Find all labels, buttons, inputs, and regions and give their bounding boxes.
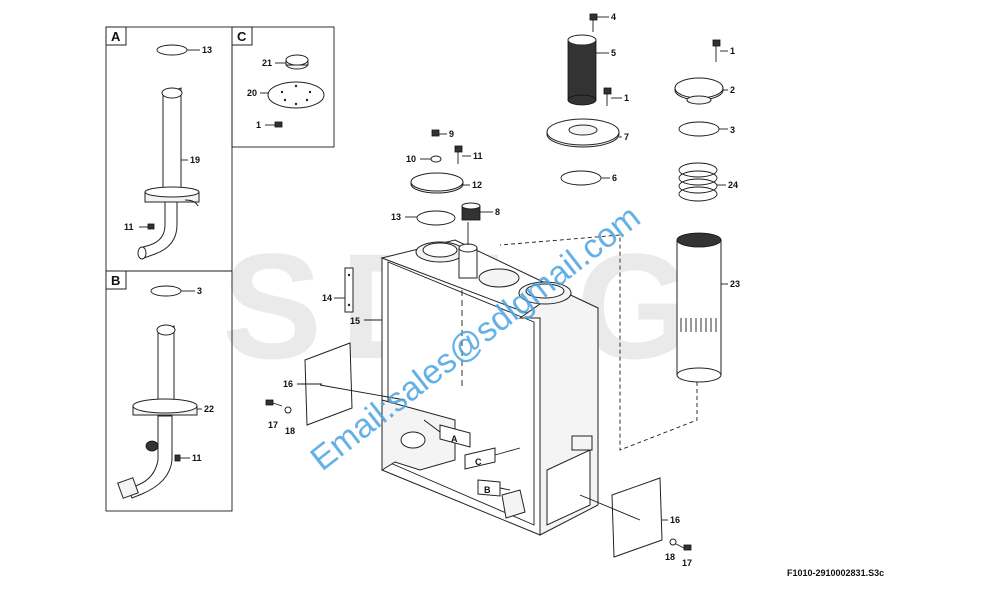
svg-text:8: 8	[495, 207, 500, 217]
view-ref-a: A	[451, 434, 458, 444]
left-side-parts: 14 15 16 17 18	[265, 267, 406, 436]
svg-text:18: 18	[285, 426, 295, 436]
svg-text:1: 1	[256, 120, 261, 130]
svg-text:13: 13	[202, 45, 212, 55]
svg-text:22: 22	[204, 404, 214, 414]
svg-text:23: 23	[730, 279, 740, 289]
view-ref-b: B	[484, 485, 491, 495]
svg-text:5: 5	[611, 48, 616, 58]
detail-panels: A C B	[105, 26, 335, 512]
panel-b-drawing: 3 22 11	[117, 285, 214, 499]
svg-text:3: 3	[197, 286, 202, 296]
svg-text:11: 11	[473, 151, 483, 161]
svg-text:14: 14	[322, 293, 332, 303]
panel-b-letter: B	[111, 273, 120, 288]
svg-text:11: 11	[124, 222, 134, 232]
breather-assembly: 9 10 11 12 13 8	[391, 129, 500, 245]
svg-text:9: 9	[449, 129, 454, 139]
filter-assembly: 4 5 1 7 6	[546, 12, 629, 186]
hydraulic-tank	[380, 239, 599, 536]
panel-c-drawing: 21 20 1	[247, 54, 325, 130]
svg-text:7: 7	[624, 132, 629, 142]
svg-text:3: 3	[730, 125, 735, 135]
svg-text:1: 1	[730, 46, 735, 56]
svg-text:15: 15	[350, 316, 360, 326]
svg-text:4: 4	[611, 12, 616, 22]
panel-a-letter: A	[111, 29, 121, 44]
svg-text:21: 21	[262, 58, 272, 68]
right-cover-parts: 16 18 17	[579, 477, 692, 568]
svg-text:24: 24	[728, 180, 738, 190]
strainer-assembly: 1 2 3 24 23	[499, 39, 740, 451]
svg-text:6: 6	[612, 173, 617, 183]
svg-text:17: 17	[682, 558, 692, 568]
svg-text:17: 17	[268, 420, 278, 430]
drawing-code: F1010-2910002831.S3c	[787, 568, 884, 578]
svg-text:16: 16	[283, 379, 293, 389]
svg-text:10: 10	[406, 154, 416, 164]
svg-text:2: 2	[730, 85, 735, 95]
svg-text:16: 16	[670, 515, 680, 525]
svg-text:1: 1	[624, 93, 629, 103]
panel-a-drawing: 13 19 11	[124, 44, 212, 260]
svg-text:20: 20	[247, 88, 257, 98]
svg-text:18: 18	[665, 552, 675, 562]
svg-text:12: 12	[472, 180, 482, 190]
view-reference-tags: A C B	[423, 419, 521, 497]
panel-c-letter: C	[237, 29, 247, 44]
svg-text:11: 11	[192, 453, 202, 463]
view-ref-c: C	[475, 457, 482, 467]
svg-text:19: 19	[190, 155, 200, 165]
svg-text:13: 13	[391, 212, 401, 222]
